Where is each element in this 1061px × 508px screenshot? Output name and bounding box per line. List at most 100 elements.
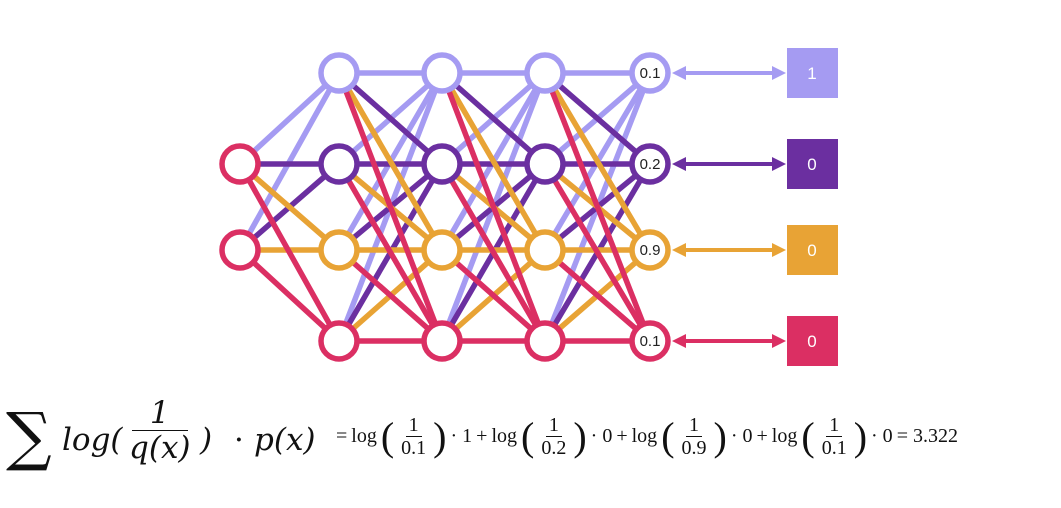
input-node bbox=[219, 229, 261, 271]
output-node bbox=[629, 320, 671, 362]
paren-open-icon: ( bbox=[380, 413, 395, 459]
output-value-label: 0.9 bbox=[640, 242, 661, 259]
rhs-term-2-den: 0.2 bbox=[541, 437, 567, 459]
rhs-term-2-mult: · 0 bbox=[590, 425, 613, 447]
paren-open-icon: ( bbox=[521, 413, 535, 459]
target-box bbox=[787, 316, 838, 366]
hidden-node bbox=[524, 52, 566, 94]
paren-close-icon: ) bbox=[433, 413, 447, 459]
rhs-term-1-num: 1 bbox=[405, 414, 422, 437]
rhs-term-4-den: 0.1 bbox=[821, 437, 847, 459]
connection-edge bbox=[336, 161, 445, 344]
connection-edge bbox=[439, 247, 548, 344]
connection-edge bbox=[542, 247, 653, 344]
target-value-label: 0 bbox=[807, 155, 816, 174]
output-value-label: 0.1 bbox=[640, 333, 661, 350]
connection-edge bbox=[439, 70, 548, 167]
rhs-term-4-log: log bbox=[771, 425, 798, 447]
rhs-term-3-mult: · 0 bbox=[730, 425, 753, 447]
lhs-numerator: 1 bbox=[131, 396, 188, 432]
paren-close-icon: ) bbox=[573, 413, 587, 459]
rhs-term-3-den: 0.9 bbox=[681, 437, 707, 459]
arrow-head-left-icon bbox=[672, 334, 686, 348]
arrow-head-right-icon bbox=[772, 157, 786, 171]
hidden-node bbox=[318, 320, 360, 362]
paren-close-icon: ) bbox=[713, 413, 727, 459]
connection-edge bbox=[237, 161, 342, 253]
rhs-term-2-num: 1 bbox=[545, 414, 562, 437]
rhs-term-3-log: log bbox=[631, 425, 658, 447]
connection-edge bbox=[542, 161, 653, 344]
hidden-node bbox=[524, 229, 566, 271]
connection-edge bbox=[439, 70, 548, 253]
hidden-node bbox=[421, 143, 463, 185]
arrow-head-right-icon bbox=[772, 66, 786, 80]
lhs-px: p(x) bbox=[254, 422, 316, 458]
hidden-node bbox=[318, 143, 360, 185]
hidden-node bbox=[524, 320, 566, 362]
rhs-term-1-den: 0.1 bbox=[401, 437, 427, 459]
hidden-node bbox=[524, 143, 566, 185]
lhs-dot: · bbox=[234, 422, 244, 458]
rhs-plus: + bbox=[476, 425, 488, 447]
target-value-label: 0 bbox=[807, 241, 816, 260]
rhs-equals: = bbox=[336, 425, 348, 447]
connection-edge bbox=[336, 70, 445, 167]
hidden-node bbox=[318, 229, 360, 271]
rhs-result: = 3.322 bbox=[896, 425, 958, 447]
hidden-node bbox=[318, 52, 360, 94]
rhs-term-4-mult: · 0 bbox=[871, 425, 893, 447]
lhs-close-paren: ) bbox=[200, 422, 213, 458]
formula-lhs: ∑ bbox=[6, 400, 52, 474]
arrow-head-left-icon bbox=[672, 66, 686, 80]
paren-close-icon: ) bbox=[853, 413, 868, 459]
output-node bbox=[629, 229, 671, 271]
paren-open-icon: ( bbox=[661, 413, 675, 459]
connection-edge bbox=[336, 70, 445, 253]
hidden-node bbox=[421, 320, 463, 362]
target-box bbox=[787, 48, 838, 98]
connection-edge bbox=[542, 70, 653, 344]
connection-edge bbox=[237, 161, 342, 344]
paren-open-icon: ( bbox=[801, 413, 815, 459]
target-box bbox=[787, 139, 838, 189]
neural-network-diagram: 0.1 0.2 0.9 0.1 1 0 0 0 bbox=[219, 48, 838, 366]
rhs-term-3-num: 1 bbox=[686, 414, 703, 437]
connection-edge bbox=[439, 70, 548, 344]
hidden-node bbox=[421, 52, 463, 94]
connection-edge bbox=[542, 70, 653, 253]
rhs-term-4-num: 1 bbox=[826, 414, 843, 437]
arrow-head-left-icon bbox=[672, 243, 686, 257]
lhs-fraction: 1 q(x) bbox=[126, 396, 194, 465]
arrow-head-left-icon bbox=[672, 157, 686, 171]
network-edges bbox=[237, 70, 653, 344]
target-boxes: 1 0 0 0 bbox=[672, 48, 838, 366]
log-label: log( bbox=[62, 422, 123, 458]
output-value-label: 0.2 bbox=[640, 156, 661, 173]
rhs-term-1-mult: · 1 bbox=[450, 425, 473, 447]
target-value-label: 0 bbox=[807, 332, 816, 351]
connection-edge bbox=[237, 70, 342, 167]
output-node bbox=[629, 52, 671, 94]
arrow-head-right-icon bbox=[772, 243, 786, 257]
rhs-term-1-log: log bbox=[351, 425, 377, 447]
sigma-symbol: ∑ bbox=[6, 400, 52, 474]
target-value-label: 1 bbox=[807, 64, 816, 83]
connection-edge bbox=[439, 161, 548, 344]
network-nodes bbox=[219, 52, 671, 362]
connection-edge bbox=[237, 247, 342, 344]
output-labels: 0.1 0.2 0.9 0.1 bbox=[640, 65, 661, 350]
hidden-node bbox=[421, 229, 463, 271]
output-node bbox=[629, 143, 671, 185]
arrow-head-right-icon bbox=[772, 334, 786, 348]
lhs-denominator: q(x) bbox=[129, 430, 191, 467]
connection-edge bbox=[542, 70, 653, 167]
rhs-plus: + bbox=[616, 425, 628, 447]
input-node bbox=[219, 143, 261, 185]
rhs-plus: + bbox=[756, 425, 768, 447]
output-value-label: 0.1 bbox=[640, 65, 661, 82]
target-box bbox=[787, 225, 838, 275]
connection-edge bbox=[336, 70, 445, 344]
